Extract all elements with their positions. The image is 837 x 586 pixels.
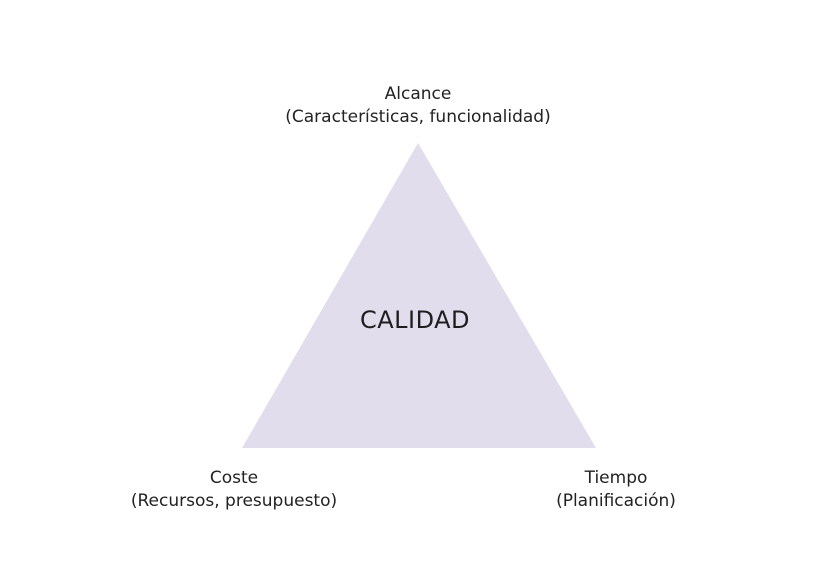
top-vertex-label: Alcance (Características, funcionalidad) <box>285 83 550 129</box>
scope-subtitle: (Características, funcionalidad) <box>285 107 551 127</box>
time-subtitle: (Planificación) <box>556 491 676 511</box>
bottom-right-vertex-label: Tiempo (Planificación) <box>556 467 676 513</box>
time-title: Tiempo <box>584 468 648 488</box>
quality-label: CALIDAD <box>359 306 471 334</box>
bottom-left-vertex-label: Coste (Recursos, presupuesto) <box>131 467 337 513</box>
triangle-shape <box>242 143 596 448</box>
cost-subtitle: (Recursos, presupuesto) <box>130 491 338 511</box>
cost-title: Coste <box>209 468 259 488</box>
scope-title: Alcance <box>384 84 452 104</box>
